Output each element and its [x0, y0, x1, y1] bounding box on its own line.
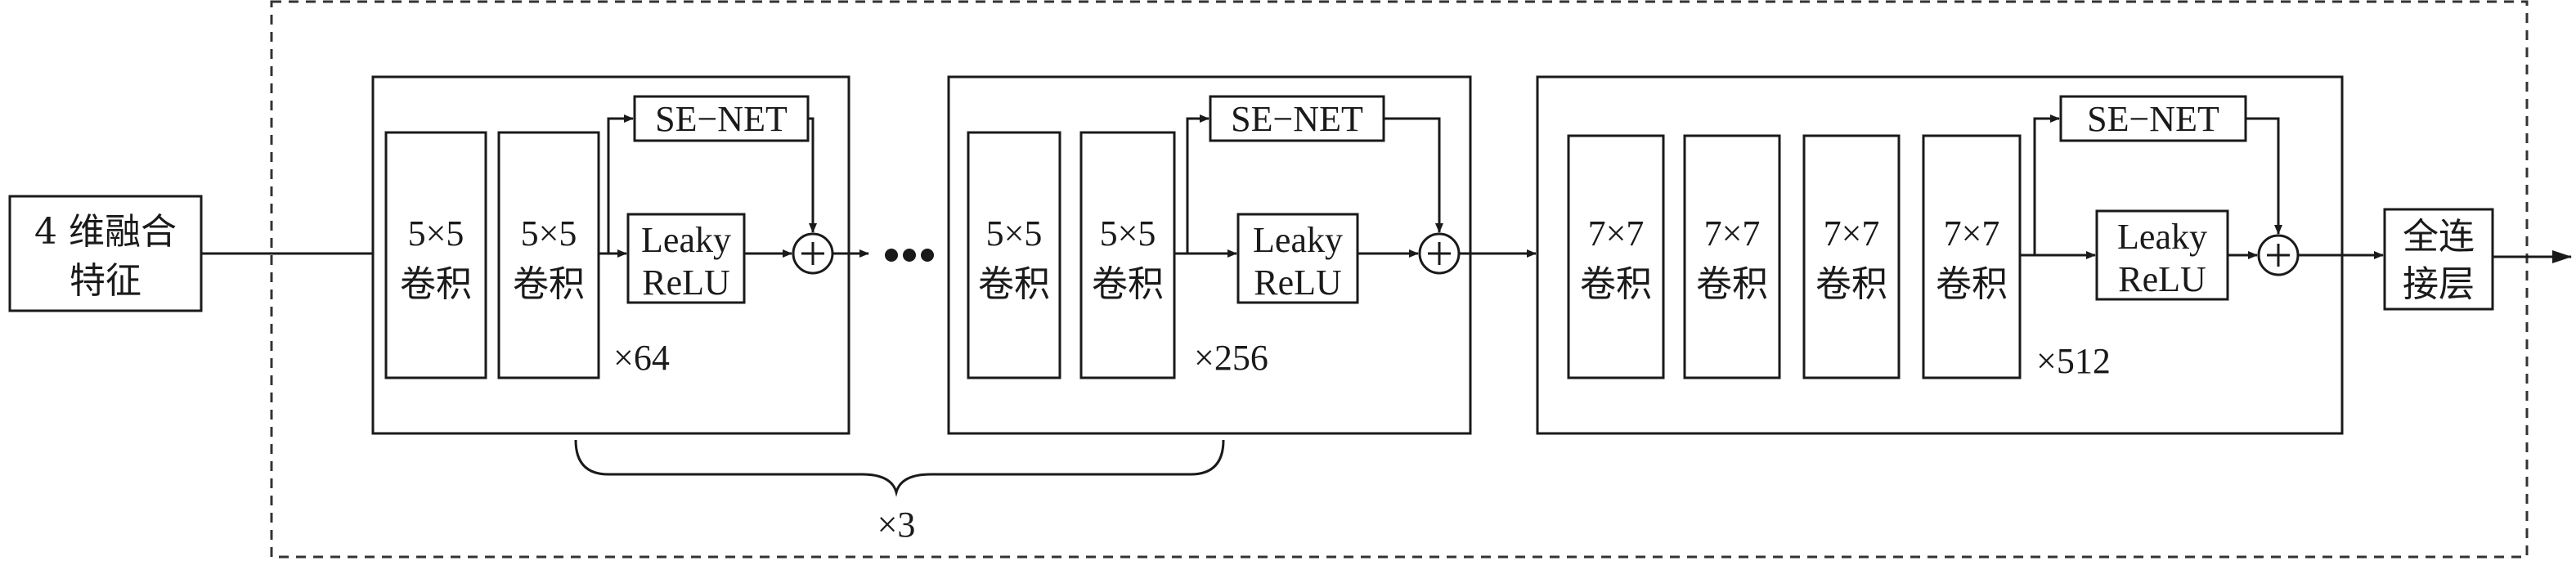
block3-conv-a-label: 卷积 [1580, 263, 1652, 305]
block-2: 5×5 卷积 5×5 卷积 SE−NET Leaky ReLU ×256 [947, 75, 1472, 435]
block2-multiplier: ×256 [1194, 338, 1268, 378]
block1-relu-line2: ReLU [642, 263, 730, 303]
fully-connected-box: 全连 接层 [2383, 208, 2494, 311]
block2-conv-a-label: 卷积 [978, 263, 1050, 305]
block1-leaky-relu: Leaky ReLU [626, 213, 746, 304]
ellipsis-dots [885, 249, 934, 262]
block3-conv-b: 7×7 卷积 [1683, 134, 1781, 379]
block2-se-to-add [1384, 117, 1443, 233]
block-3: 7×7 卷积 7×7 卷积 7×7 卷积 7×7 卷积 SE−NET Leaky… [1536, 75, 2344, 435]
block1-conv-a-label: 卷积 [400, 263, 472, 305]
block2-se-net-label: SE−NET [1231, 99, 1363, 139]
block3-conv-c: 7×7 卷积 [1802, 134, 1901, 379]
repeat-brace [574, 439, 1225, 497]
block3-conv-a-size: 7×7 [1588, 213, 1645, 254]
block3-relu-line2: ReLU [2118, 259, 2206, 299]
block3-relu-line1: Leaky [2117, 217, 2207, 257]
block3-se-to-add [2246, 117, 2282, 235]
block1-se-net-label: SE−NET [655, 99, 788, 139]
block3-conv-b-size: 7×7 [1704, 213, 1761, 254]
block3-conv-d-label: 卷积 [1936, 263, 2008, 305]
block2-leaky-relu: Leaky ReLU [1236, 213, 1359, 304]
block2-conv-b: 5×5 卷积 [1079, 131, 1176, 379]
block3-se-net: SE−NET [2059, 95, 2247, 142]
block2-conv-b-label: 卷积 [1092, 263, 1164, 305]
input-label-line1: 4 维融合 [34, 211, 177, 253]
block2-relu-line2: ReLU [1254, 263, 1342, 303]
repeat-label: ×3 [877, 505, 916, 545]
block2-conv-b-size: 5×5 [1100, 213, 1156, 254]
block3-leaky-relu: Leaky ReLU [2095, 209, 2229, 301]
block1-conv-b-label: 卷积 [513, 263, 585, 305]
block3-conv-b-label: 卷积 [1696, 263, 1768, 305]
block1-se-net: SE−NET [633, 95, 810, 142]
block2-conv-a: 5×5 卷积 [967, 131, 1061, 379]
block1-multiplier: ×64 [613, 338, 670, 378]
block1-conv-a: 5×5 卷积 [384, 131, 487, 379]
block3-se-net-label: SE−NET [2087, 99, 2219, 139]
output-label-line1: 全连 [2403, 216, 2475, 258]
block3-multiplier: ×512 [2036, 341, 2111, 381]
block2-se-net: SE−NET [1209, 95, 1385, 142]
output-label-line2: 接层 [2403, 263, 2475, 305]
block3-conv-d: 7×7 卷积 [1922, 134, 2022, 379]
block1-se-to-add [808, 117, 817, 233]
block1-relu-line1: Leaky [641, 220, 731, 260]
input-feature-box: 4 维融合 特征 [8, 195, 203, 312]
block3-conv-c-size: 7×7 [1824, 213, 1880, 254]
block2-relu-line1: Leaky [1253, 220, 1343, 260]
input-label-line2: 特征 [70, 260, 141, 302]
block1-branch-se [599, 114, 634, 255]
block3-conv-d-size: 7×7 [1944, 213, 2000, 254]
block3-conv-a: 7×7 卷积 [1567, 134, 1665, 379]
block2-branch-se [1174, 114, 1209, 255]
block-1: 5×5 卷积 5×5 卷积 SE−NET Leaky ReLU ×64 [371, 75, 850, 435]
block3-branch-se [2020, 114, 2060, 257]
block1-conv-b-size: 5×5 [521, 213, 577, 254]
block2-conv-a-size: 5×5 [986, 213, 1043, 254]
block1-conv-a-size: 5×5 [408, 213, 464, 254]
block3-conv-c-label: 卷积 [1815, 263, 1887, 305]
block1-conv-b: 5×5 卷积 [497, 131, 600, 379]
network-frame [270, 0, 2529, 559]
